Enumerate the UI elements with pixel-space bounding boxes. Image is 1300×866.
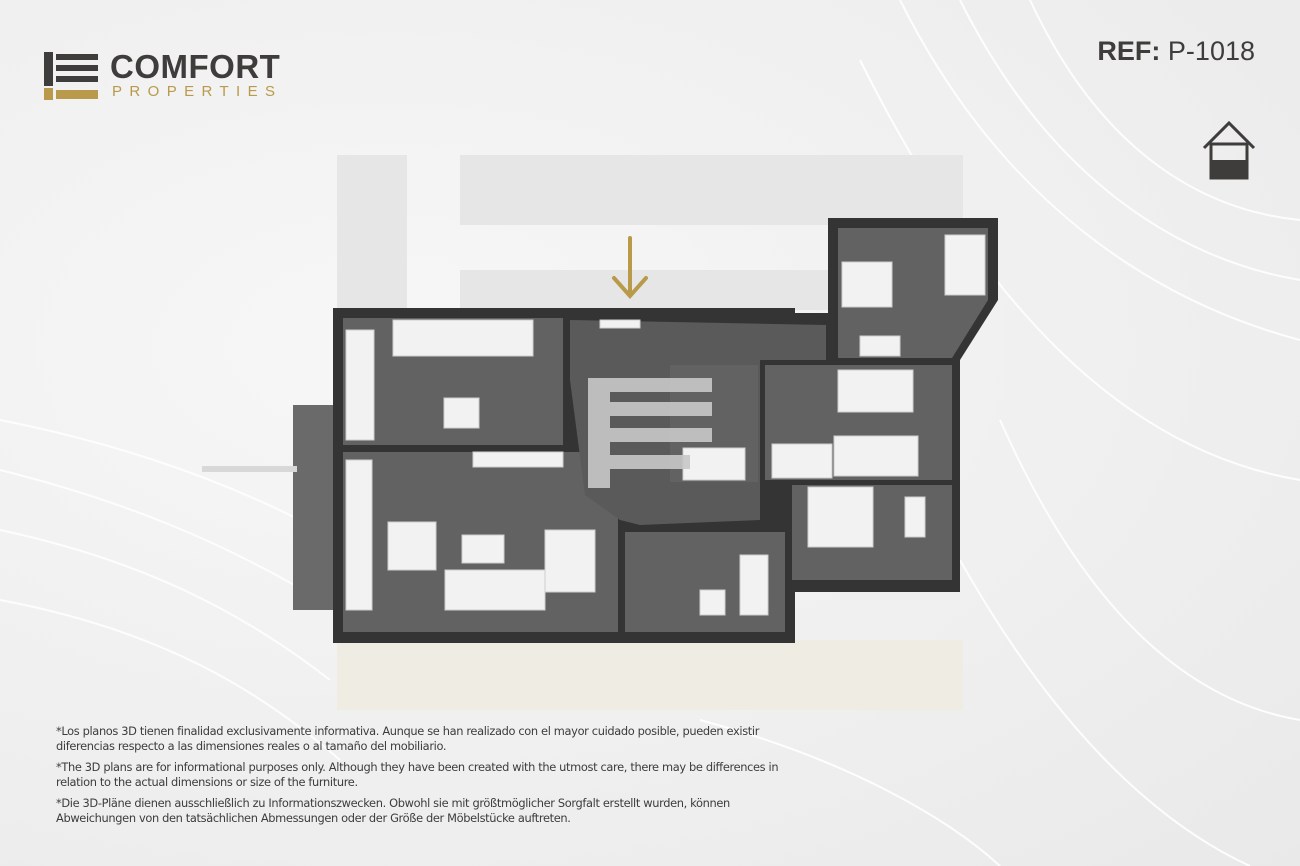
plan-logo-watermark: [588, 378, 712, 488]
disclaimer: *Los planos 3D tienen finalidad exclusiv…: [56, 724, 786, 832]
balcony: [293, 405, 335, 610]
reference-value: P-1018: [1167, 36, 1255, 66]
reference-label: REF:: [1097, 36, 1161, 66]
furniture: [345, 234, 986, 616]
brand-name: COMFORT: [110, 48, 281, 85]
brand-logo: COMFORT PROPERTIES: [44, 48, 314, 102]
disclaimer-en: *The 3D plans are for informational purp…: [56, 760, 779, 789]
disclaimer-es: *Los planos 3D tienen finalidad exclusiv…: [56, 724, 760, 753]
reference-code: REF: P-1018: [1097, 36, 1255, 67]
logo-mark-icon: [44, 52, 98, 100]
disclaimer-de: *Die 3D-Pläne dienen ausschließlich zu I…: [56, 796, 730, 825]
arrow-down-icon: [612, 236, 648, 300]
brand-tagline: PROPERTIES: [112, 83, 283, 100]
home-outline-icon: [1202, 120, 1256, 180]
